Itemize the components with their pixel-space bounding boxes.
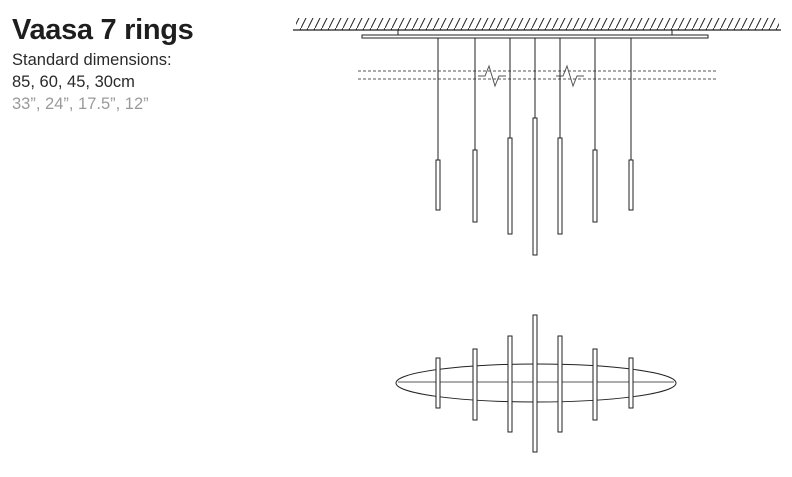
- product-title: Vaasa 7 rings: [12, 14, 194, 46]
- plan-view: [395, 314, 677, 453]
- break-symbol: [556, 64, 584, 88]
- pendant-tube-plan: [507, 335, 513, 433]
- canopy-plate: [361, 34, 709, 39]
- pendant-tube-plan: [435, 357, 441, 409]
- pendant-tube: [435, 159, 441, 211]
- ceiling-hatch: [296, 18, 779, 30]
- dimensions-cm: 85, 60, 45, 30cm: [12, 73, 135, 91]
- pendant-tube-plan: [557, 335, 563, 433]
- break-symbol: [478, 64, 506, 88]
- pendants-plan: [435, 314, 634, 453]
- pendant-tube: [507, 137, 513, 235]
- canopy: [361, 30, 709, 39]
- pendant-tube: [592, 149, 598, 223]
- pendant-tube: [628, 159, 634, 211]
- suspension-break: [358, 64, 716, 88]
- pendant-tube: [472, 149, 478, 223]
- ceiling: [293, 18, 781, 31]
- dimensions-heading: Standard dimensions:: [12, 51, 172, 69]
- pendants-side: [435, 38, 634, 256]
- side-elevation: [293, 18, 781, 256]
- pendant-tube-plan: [592, 348, 598, 421]
- pendant-tube: [532, 117, 538, 256]
- pendant-tube-plan: [532, 314, 538, 453]
- pendant-tube-plan: [628, 357, 634, 409]
- pendant-tube: [557, 137, 563, 235]
- dimensions-in: 33”, 24”, 17.5”, 12”: [12, 95, 149, 113]
- pendant-tube-plan: [472, 348, 478, 421]
